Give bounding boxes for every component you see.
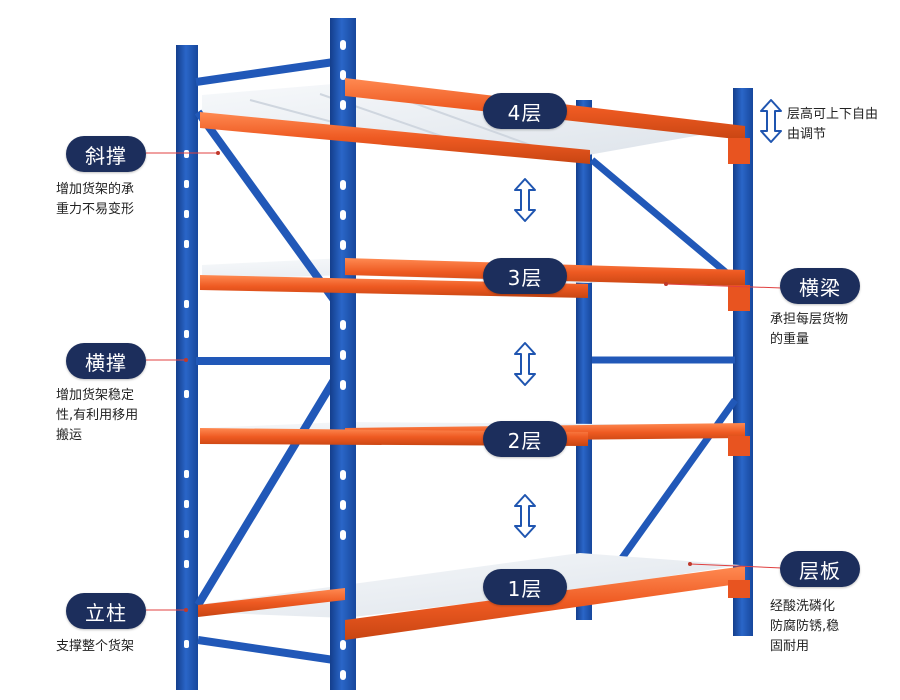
height-note-line: 层高可上下自由	[787, 107, 879, 122]
level-1-label: 1层	[483, 569, 567, 605]
upright-label: 立柱	[66, 593, 146, 629]
desc-line: 支撑整个货架	[56, 639, 135, 654]
back-uprights	[576, 88, 753, 636]
double-vertical-arrow-icon	[511, 177, 539, 223]
diagonal-brace-lower	[194, 377, 338, 608]
desc-line: 增加货架的承	[56, 182, 135, 197]
double-vertical-arrow-icon	[511, 493, 539, 539]
desc-line: 重力不易变形	[56, 202, 135, 217]
desc-line: 搬运	[56, 428, 83, 443]
desc-line: 固耐用	[770, 639, 810, 654]
beam-4-side	[200, 112, 590, 164]
diagonal-brace-label: 斜撑	[66, 136, 146, 172]
diagonal-brace-desc: 增加货架的承 重力不易变形	[56, 180, 166, 220]
horizontal-brace-desc: 增加货架稳定 性,有利用移用 搬运	[56, 386, 171, 446]
level-4-label: 4层	[483, 93, 567, 129]
beam-label: 横梁	[780, 268, 860, 304]
leader-lines	[146, 152, 783, 611]
shelf-panel-label: 层板	[780, 551, 860, 587]
desc-line: 承担每层货物	[770, 312, 849, 327]
desc-line: 经酸洗磷化	[770, 599, 836, 614]
beam-desc: 承担每层货物 的重量	[770, 310, 885, 350]
horizontal-brace-label: 横撑	[66, 343, 146, 379]
double-vertical-arrow-icon	[757, 98, 785, 144]
top-horizontal-brace	[195, 58, 335, 86]
desc-line: 性,有利用移用	[56, 408, 139, 423]
diagonal-brace-upper	[194, 109, 338, 303]
level-2-label: 2层	[483, 421, 567, 457]
upright-desc: 支撑整个货架	[56, 637, 166, 657]
desc-line: 防腐防锈,稳	[770, 619, 840, 634]
desc-line: 的重量	[770, 332, 810, 347]
beam-1-side	[198, 588, 345, 617]
height-note-line: 由调节	[787, 127, 827, 142]
beam-3-side	[200, 275, 588, 298]
right-frame-braces	[589, 157, 738, 603]
height-adjust-note: 层高可上下自由 由调节	[787, 105, 895, 145]
double-vertical-arrow-icon	[511, 341, 539, 387]
shelf-panels	[195, 83, 740, 618]
level-3-label: 3层	[483, 258, 567, 294]
desc-line: 增加货架稳定	[56, 388, 135, 403]
left-upright	[176, 45, 198, 690]
shelf-panel-desc: 经酸洗磷化 防腐防锈,稳 固耐用	[770, 597, 885, 657]
